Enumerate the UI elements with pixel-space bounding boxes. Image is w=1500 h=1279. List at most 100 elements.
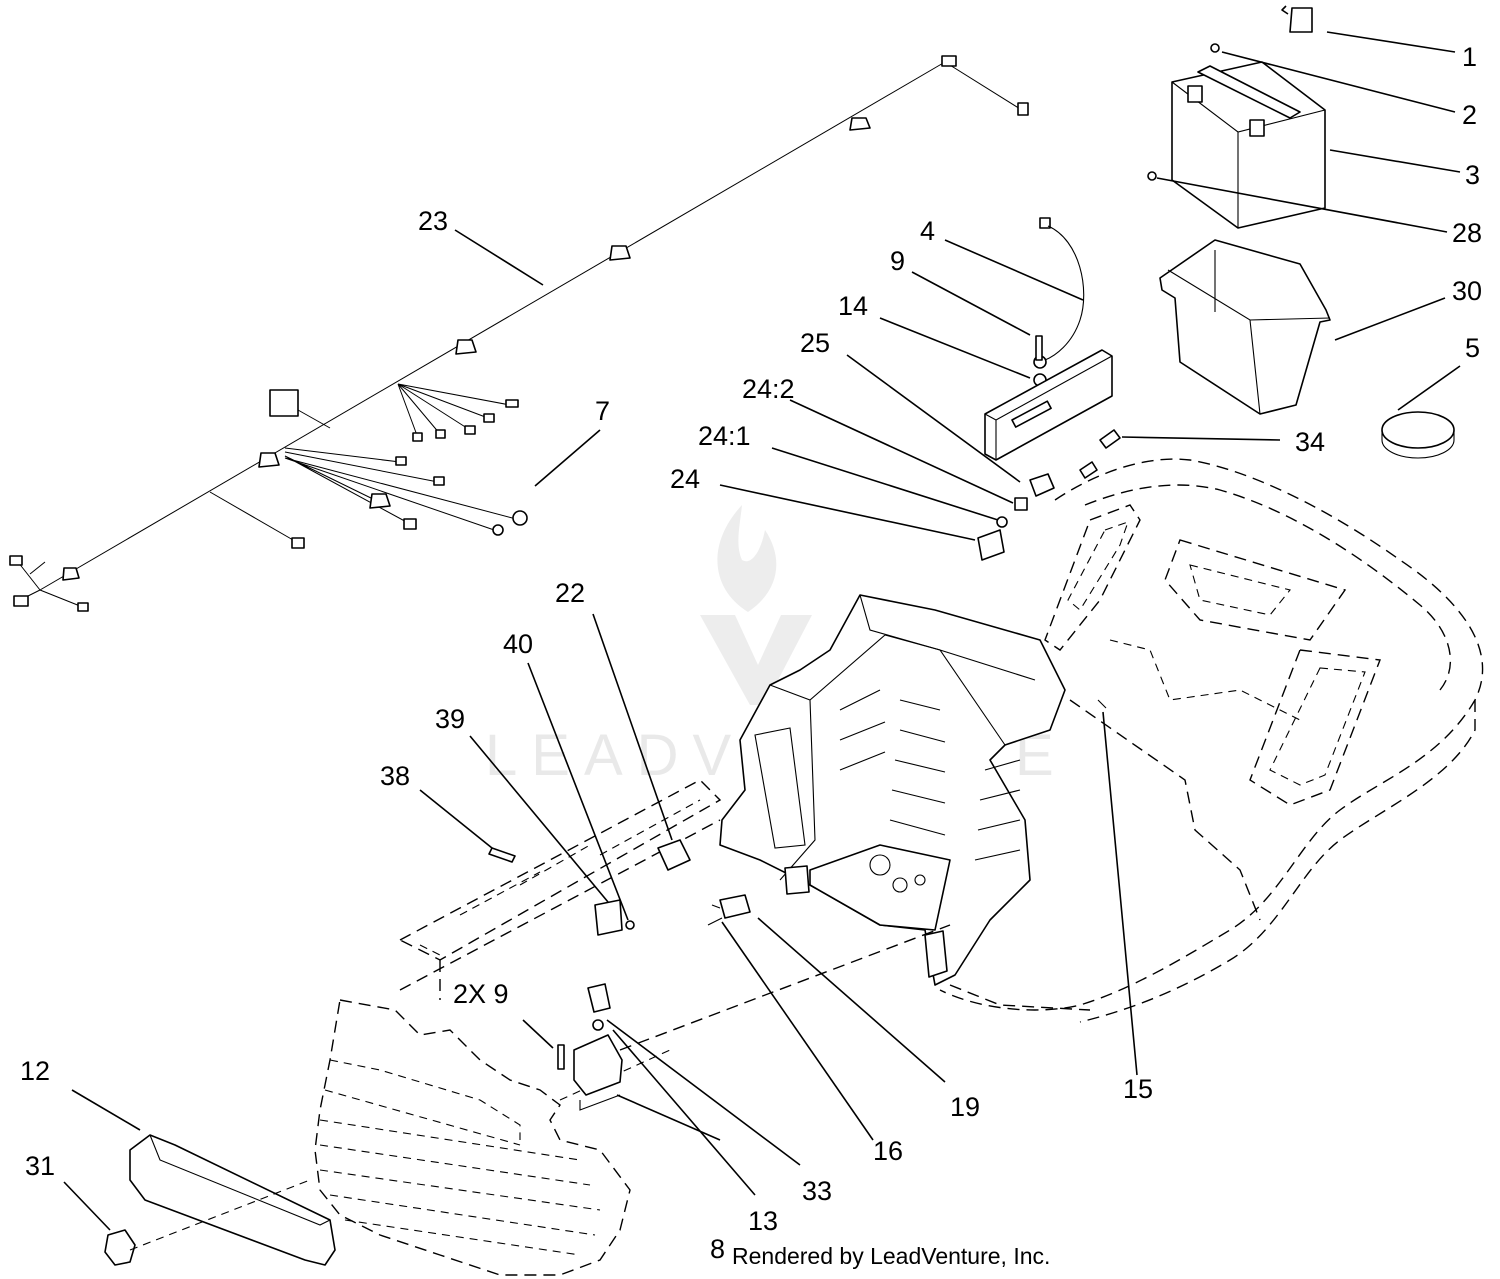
- callout-25: 25: [800, 328, 830, 358]
- callout-24: 24: [670, 464, 700, 494]
- callout-3: 3: [1465, 160, 1480, 190]
- harness-terminal: [1017, 102, 1029, 116]
- bolt: [1035, 335, 1043, 361]
- seat-hinge: [924, 930, 948, 978]
- callout-33: 33: [802, 1176, 832, 1206]
- callout-4: 4: [920, 216, 935, 246]
- callout-40: 40: [503, 629, 533, 659]
- harness-clip: [849, 117, 871, 131]
- callout-12: 12: [20, 1056, 50, 1086]
- boot: [587, 983, 611, 1013]
- harness-clip: [258, 452, 280, 468]
- harness-terminal: [435, 429, 446, 439]
- callout-15: 15: [1123, 1074, 1153, 1104]
- fuse: [1099, 429, 1121, 449]
- hood: [314, 999, 631, 1276]
- watermark-flame-icon: [717, 505, 777, 612]
- relay: [657, 839, 691, 871]
- harness-clip: [62, 567, 80, 581]
- bracket-slot: [1011, 400, 1052, 428]
- callout-28: 28: [1452, 218, 1482, 248]
- relay-group: [488, 839, 691, 936]
- callout-1: 1: [1462, 42, 1477, 72]
- seat-tower: [719, 594, 1107, 986]
- harness-terminal: [483, 413, 495, 423]
- seat-hinge: [784, 865, 810, 895]
- harness-terminal: [464, 425, 476, 435]
- callout-38: 38: [380, 761, 410, 791]
- solenoid-group: [557, 983, 623, 1111]
- cable-end: [1039, 217, 1051, 229]
- ignition-switch: [977, 529, 1005, 561]
- callout-16: 16: [873, 1136, 903, 1166]
- switch-bracket: [594, 899, 623, 936]
- callout-34: 34: [1295, 427, 1325, 457]
- harness-clip: [609, 245, 631, 261]
- terminal-cover: [1281, 5, 1313, 33]
- cable-and-bracket: [984, 217, 1113, 461]
- callout-9: 9: [890, 246, 905, 276]
- render-credit: Rendered by LeadVenture, Inc.: [732, 1243, 1050, 1269]
- watermark-v-icon: [700, 615, 812, 705]
- callout-labels: 1 2 3 28 23 4 9 14 30 5 25 24:2 24:1 24 …: [20, 42, 1482, 1264]
- wire-harness: [9, 55, 1029, 612]
- switch-knob: [1029, 473, 1055, 497]
- battery-assembly: [1147, 5, 1455, 459]
- harness-ring-terminal: [512, 510, 528, 526]
- callout-24-1: 24:1: [698, 421, 751, 451]
- bolt: [488, 847, 516, 863]
- cap: [1381, 411, 1455, 449]
- harness-terminal: [291, 537, 305, 549]
- harness-terminal: [412, 432, 423, 442]
- switch-spacer: [1014, 497, 1028, 511]
- battery-bolt: [1210, 43, 1220, 53]
- callout-24-2: 24:2: [742, 374, 795, 404]
- harness-terminal: [13, 595, 29, 607]
- frame-footboard: [939, 458, 1484, 1023]
- harness-terminal: [77, 602, 89, 612]
- callout-14: 14: [838, 291, 868, 321]
- harness-clip: [369, 493, 391, 509]
- harness-terminal: [395, 456, 407, 466]
- seat-switch-body: [719, 894, 751, 919]
- switch-washer: [996, 516, 1008, 528]
- harness-ring-terminal: [492, 524, 504, 536]
- harness-terminal: [505, 399, 519, 408]
- harness-terminal: [403, 518, 417, 530]
- battery-handle: [1197, 65, 1301, 119]
- callout-23: 23: [418, 206, 448, 236]
- decal: [104, 1229, 136, 1266]
- seat-base-plate: [809, 844, 951, 931]
- harness-connector: [941, 55, 957, 67]
- callout-8: 8: [710, 1234, 725, 1264]
- callout-22: 22: [555, 578, 585, 608]
- callout-31: 31: [25, 1151, 55, 1181]
- battery-bolt: [1147, 171, 1157, 181]
- nut: [625, 920, 635, 930]
- battery-post: [1187, 85, 1203, 103]
- callout-13: 13: [748, 1206, 778, 1236]
- front-bumper: [129, 1134, 336, 1266]
- callout-2: 2: [1462, 100, 1477, 130]
- harness-terminal: [9, 555, 23, 566]
- leader-lines: [63, 31, 1461, 1231]
- battery-tray: [1159, 239, 1331, 415]
- harness-terminal: [433, 476, 445, 486]
- fuse: [1079, 461, 1098, 479]
- callout-5: 5: [1465, 333, 1480, 363]
- callout-30: 30: [1452, 276, 1482, 306]
- switch-stack: [977, 429, 1121, 561]
- harness-clip: [455, 339, 477, 355]
- nut: [592, 1019, 604, 1031]
- callout-19: 19: [950, 1092, 980, 1122]
- battery-post: [1249, 119, 1265, 137]
- frame-rail: [398, 779, 951, 1101]
- bolt: [557, 1044, 565, 1070]
- callout-39: 39: [435, 704, 465, 734]
- seat-switch: [707, 894, 751, 926]
- bumper-group: [104, 1134, 336, 1266]
- callout-2x-9: 2X 9: [453, 979, 509, 1009]
- callout-7: 7: [595, 396, 610, 426]
- solenoid: [573, 1034, 623, 1096]
